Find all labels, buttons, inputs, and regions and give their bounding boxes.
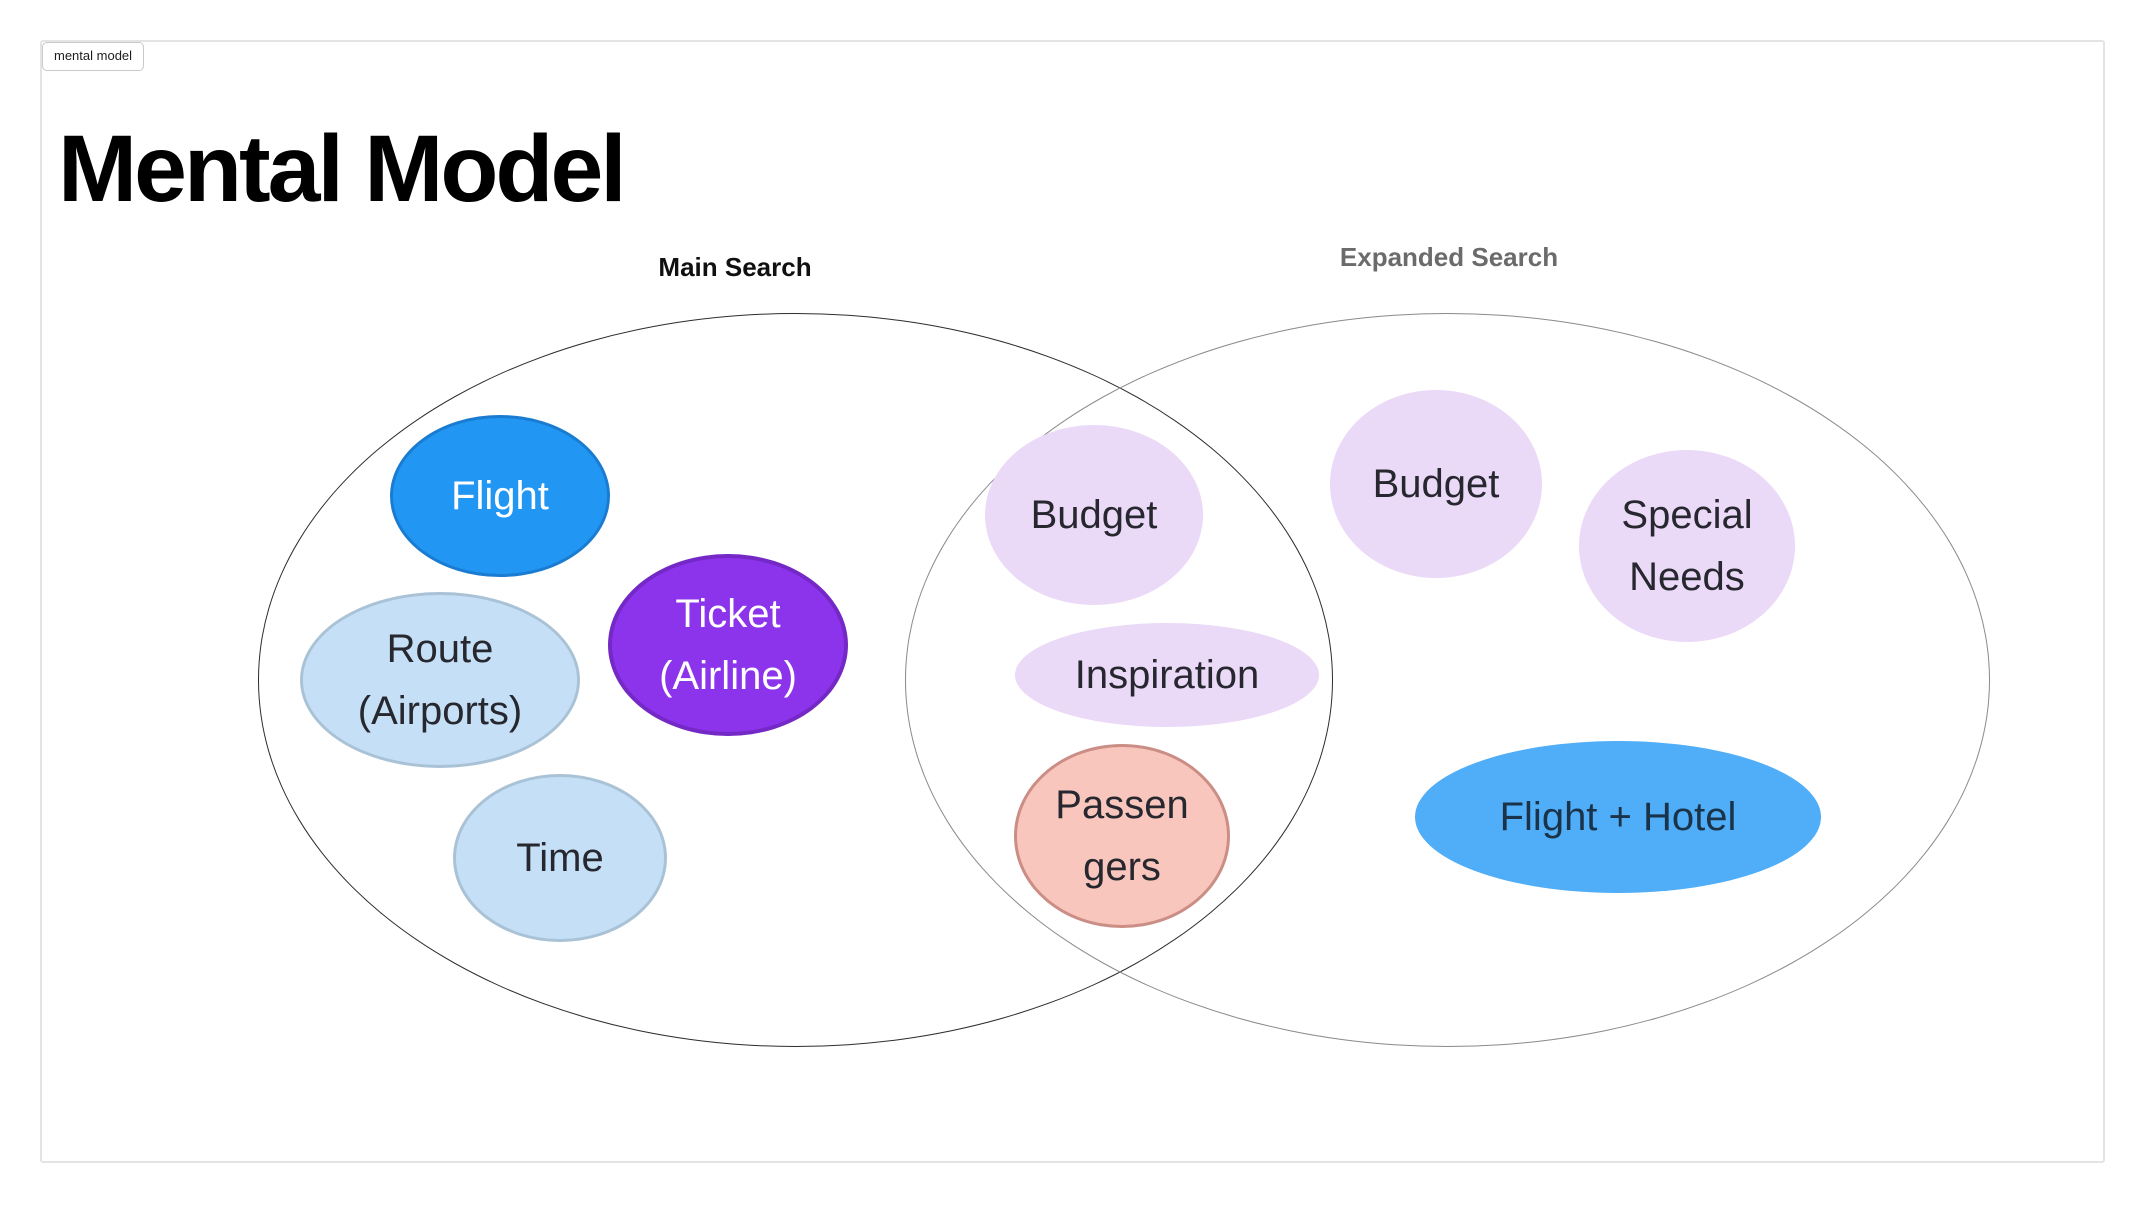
node-inspiration[interactable]: Inspiration	[1015, 623, 1319, 727]
node-label: Budget	[1030, 493, 1158, 537]
node-budget-expanded[interactable]: Budget	[1330, 390, 1542, 578]
node-label: Route (Airports)	[357, 627, 523, 733]
frame-label-chip[interactable]: mental model	[42, 42, 145, 71]
node-route-airports[interactable]: Route (Airports)	[300, 592, 580, 768]
node-label: Flight + Hotel	[1499, 795, 1737, 839]
node-label: Ticket (Airline)	[659, 592, 797, 698]
node-label: Time	[516, 836, 604, 880]
node-label: Special Needs	[1621, 493, 1753, 599]
node-flight-hotel[interactable]: Flight + Hotel	[1415, 741, 1821, 893]
node-budget-shared[interactable]: Budget	[985, 425, 1203, 605]
main-search-label: Main Search	[658, 252, 812, 282]
node-special-needs[interactable]: Special Needs	[1579, 450, 1795, 642]
node-label: Flight	[451, 474, 549, 518]
node-time[interactable]: Time	[453, 774, 667, 942]
node-label: Inspiration	[1074, 653, 1260, 697]
node-passengers[interactable]: Passen gers	[1014, 744, 1230, 928]
node-flight[interactable]: Flight	[390, 415, 610, 577]
node-ticket-airline[interactable]: Ticket (Airline)	[608, 554, 848, 736]
expanded-search-label: Expanded Search	[1339, 242, 1559, 272]
page-title: Mental Model	[58, 115, 627, 222]
node-label: Passen gers	[1055, 783, 1189, 889]
expanded-search-ellipse[interactable]	[905, 313, 1990, 1047]
node-label: Budget	[1372, 462, 1500, 506]
